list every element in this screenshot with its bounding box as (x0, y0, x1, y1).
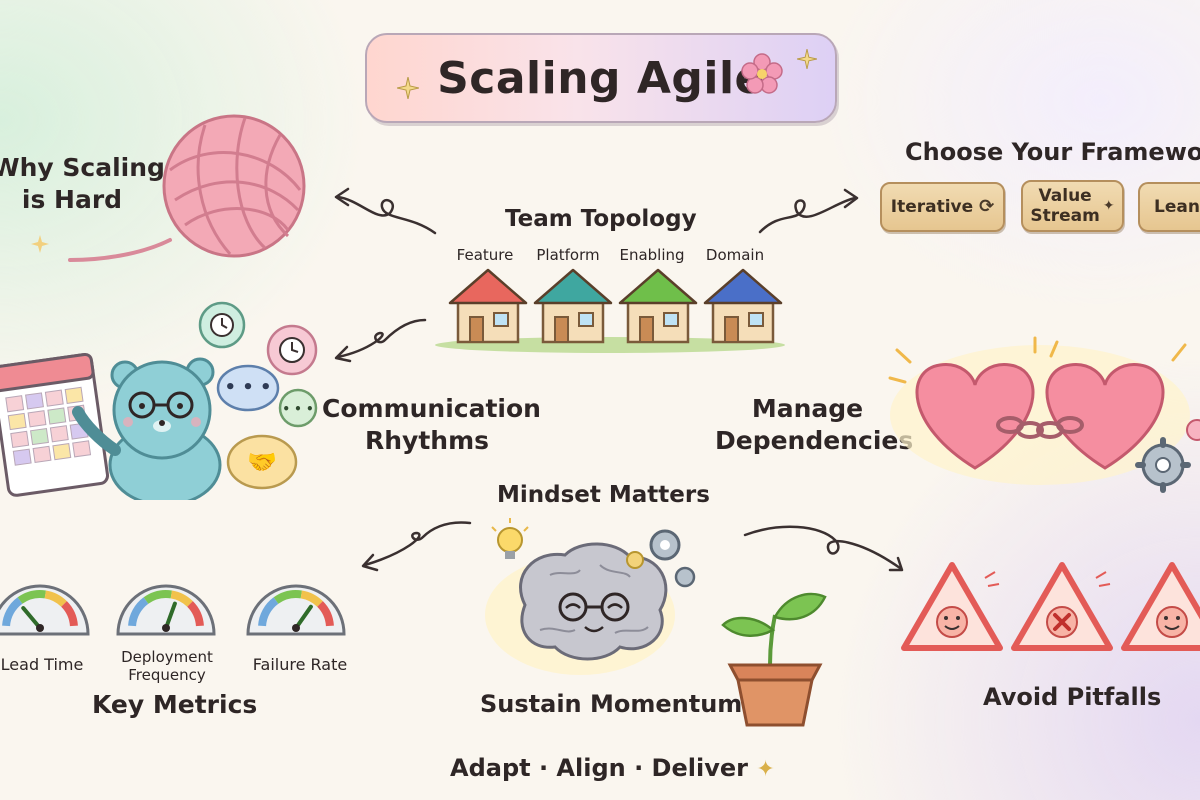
communication-line2: Rhythms (364, 426, 490, 455)
gear-icon (1135, 437, 1191, 493)
team-enabling-label: Enabling (619, 246, 685, 264)
gauge-failure-rate-label: Failure Rate (252, 655, 348, 674)
gauge-icon (116, 584, 216, 636)
dependencies-label: Manage Dependencies (715, 393, 914, 457)
framework-iterative-label: Iterative (890, 197, 974, 217)
team-topology-heading: Team Topology (505, 206, 697, 232)
gauge-lead-time-label: Lead Time (0, 655, 84, 674)
gauge-icon (246, 584, 346, 636)
title-banner: Scaling Agile (365, 33, 837, 123)
dependencies-line1: Manage (751, 394, 864, 423)
house-icon (703, 268, 783, 344)
house-icon (618, 268, 698, 344)
footer-tagline: Adapt · Align · Deliver ✦ (450, 754, 775, 782)
warning-smile-icon (1121, 562, 1200, 651)
arrow-icon (334, 187, 437, 235)
why-scaling-line1: Why Scaling (0, 153, 165, 182)
team-platform-label: Platform (536, 246, 600, 264)
svg-text:• • •: • • • (282, 402, 313, 416)
framework-lean-button[interactable]: Lean (1138, 182, 1200, 232)
team-houses (435, 268, 785, 353)
flower-icon (741, 53, 783, 94)
framework-heading: Choose Your Framework (905, 138, 1200, 166)
sparkle-icon: ✦ (1102, 198, 1115, 214)
communication-illustration: • • • • • • 🤝 (0, 301, 318, 500)
gauge-deployment-label: Deployment Frequency (108, 648, 226, 684)
why-scaling-line2: is Hard (21, 185, 123, 214)
plant-pot-icon (721, 592, 827, 727)
team-domain-label: Domain (705, 246, 765, 264)
chat-bubbles: • • • • • • 🤝 (198, 301, 318, 490)
svg-text:🤝: 🤝 (247, 448, 277, 476)
deployment-line1: Deployment (121, 648, 213, 666)
brain-illustration (485, 518, 696, 675)
why-scaling-label: Why Scaling is Hard (0, 152, 165, 216)
team-feature-label: Feature (456, 246, 514, 264)
bear-icon (72, 357, 222, 500)
framework-lean-label: Lean (1154, 197, 1200, 217)
arrow-icon (334, 318, 427, 363)
gear-icon (626, 529, 696, 588)
sparkle-icon (797, 49, 817, 69)
metric-gauges (0, 584, 346, 636)
value-stream-line1: Value (1038, 186, 1092, 206)
mindset-heading: Mindset Matters (497, 482, 710, 508)
metrics-heading: Key Metrics (92, 690, 258, 719)
warning-x-icon (1011, 562, 1113, 651)
communication-line1: Communication (322, 394, 541, 423)
communication-label: Communication Rhythms (322, 393, 541, 457)
value-stream-line2: Stream (1030, 206, 1100, 226)
framework-value-stream-button[interactable]: Value Stream ✦ (1021, 180, 1124, 232)
linked-hearts-icon (888, 336, 1200, 493)
framework-value-stream-label: Value Stream (1030, 186, 1099, 226)
gauge-icon (0, 584, 90, 636)
arrow-icon (758, 188, 859, 234)
arrow-icon (743, 525, 904, 572)
refresh-icon: ⟳ (979, 196, 995, 217)
dependencies-line2: Dependencies (715, 426, 914, 455)
deployment-line2: Frequency (128, 666, 206, 684)
footer-tagline-text: Adapt · Align · Deliver (450, 754, 748, 782)
sparkle-icon (397, 77, 419, 99)
yarn-ball-icon (31, 114, 306, 262)
pitfalls-label: Avoid Pitfalls (983, 683, 1162, 711)
calendar-icon (0, 352, 110, 497)
page-title: Scaling Agile (437, 52, 765, 104)
momentum-label: Sustain Momentum (480, 690, 743, 718)
svg-text:• • •: • • • (224, 377, 271, 398)
lightbulb-icon (491, 518, 529, 559)
arrow-icon (361, 521, 472, 572)
house-icon (448, 268, 528, 344)
framework-iterative-button[interactable]: Iterative ⟳ (880, 182, 1005, 232)
sparkle-icon: ✦ (756, 757, 775, 782)
house-icon (533, 268, 613, 344)
warning-smile-icon (901, 562, 1003, 651)
warning-signs (901, 562, 1200, 651)
